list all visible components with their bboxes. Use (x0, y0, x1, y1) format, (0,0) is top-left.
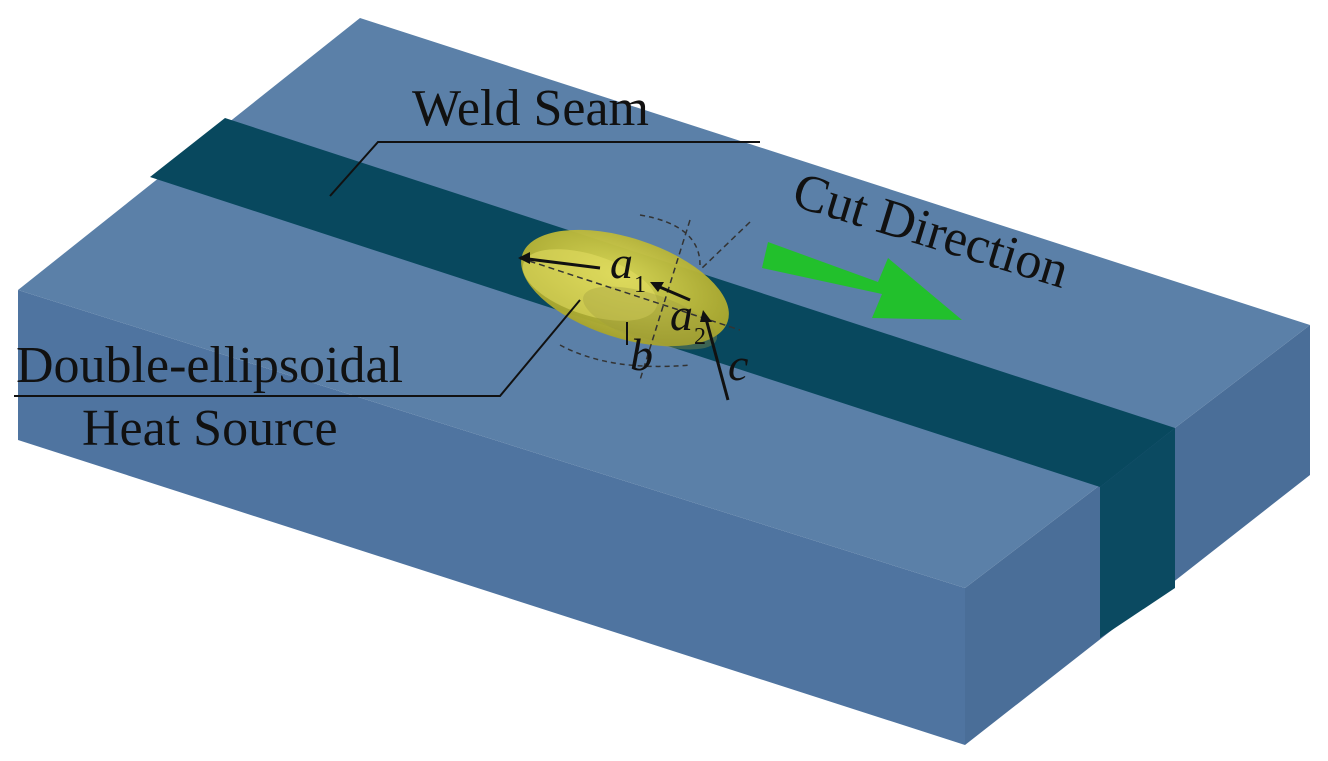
heat-source-label-line2: Heat Source (82, 400, 338, 457)
symbol-c: c (728, 339, 748, 390)
symbol-a2-subscript: 2 (694, 324, 706, 350)
heat-source-ellipsoid (518, 214, 751, 401)
symbol-a1: a (610, 237, 633, 288)
symbol-a2: a (670, 289, 693, 340)
plate-front-face (18, 290, 965, 745)
heat-source-label-line1: Double-ellipsoidal (16, 337, 403, 394)
weld-seam-leader (329, 141, 760, 197)
symbol-b: b (630, 329, 653, 380)
heat-source-leader (14, 299, 581, 397)
symbol-a1-subscript: 1 (634, 272, 646, 298)
weld-seam-side (1100, 428, 1175, 638)
weld-seam-label: Weld Seam (412, 80, 649, 137)
cut-direction-arrow (762, 242, 962, 320)
